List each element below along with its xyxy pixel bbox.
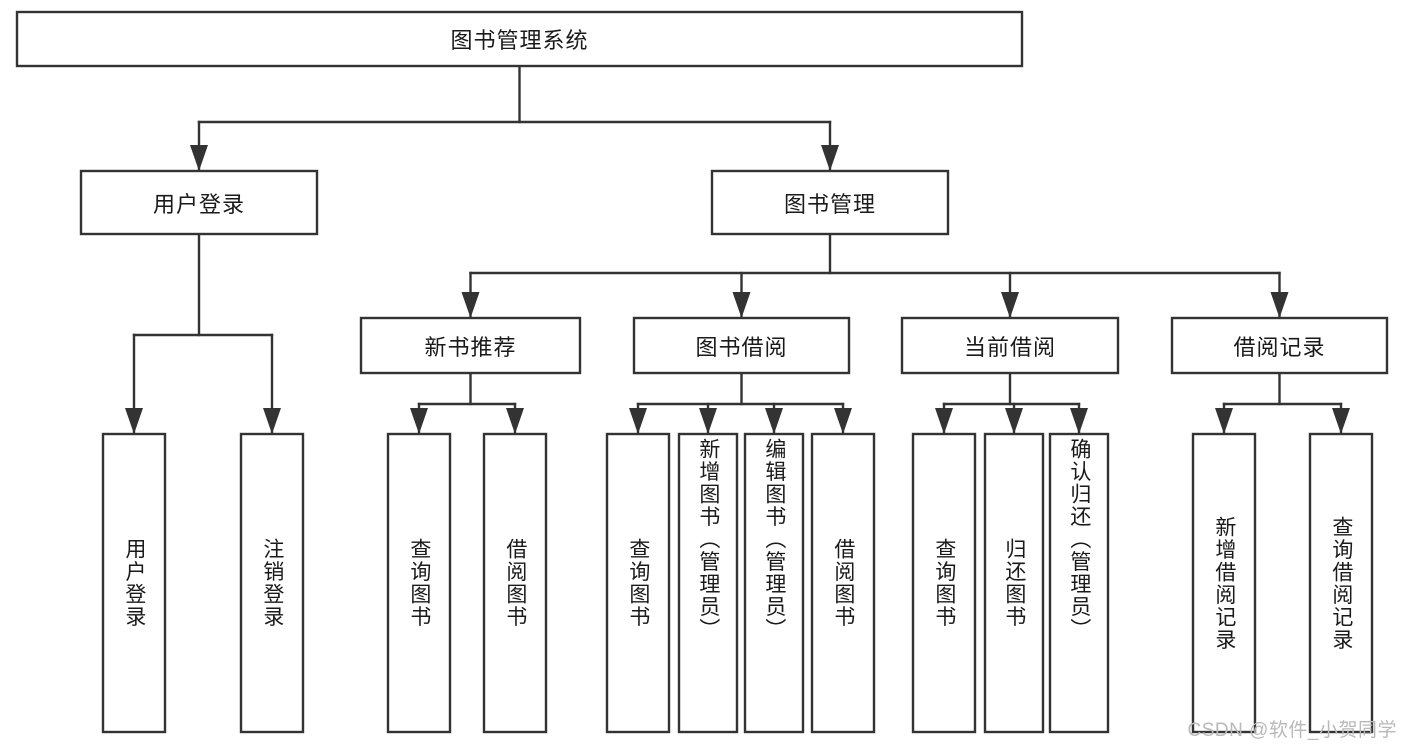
node-box-current-borrow[interactable] — [900, 316, 1120, 375]
boxes-layer — [15, 10, 1389, 734]
arrow-head-user-login-0 — [125, 408, 143, 434]
arrow-head-book-borrow-1 — [699, 408, 717, 434]
arrow-head-book-borrow-3 — [834, 408, 852, 434]
arrow-head-book-manage-3 — [1270, 292, 1289, 318]
arrow-head-new-book-recommend-0 — [410, 408, 428, 434]
node-box-leaf-query-book-recommend[interactable] — [386, 432, 452, 734]
node-box-leaf-query-book-current[interactable] — [911, 432, 977, 734]
node-box-leaf-return-book[interactable] — [983, 432, 1045, 734]
node-box-leaf-add-borrow-record[interactable] — [1191, 432, 1257, 734]
arrow-head-current-borrow-1 — [1005, 408, 1023, 434]
node-box-user-login[interactable] — [79, 169, 319, 236]
arrow-head-root-1 — [821, 145, 839, 171]
node-box-leaf-user-login[interactable] — [101, 432, 167, 734]
node-box-leaf-query-book-borrow[interactable] — [605, 432, 671, 734]
arrow-head-borrow-record-0 — [1215, 408, 1233, 434]
arrow-head-user-login-1 — [263, 408, 281, 434]
arrow-head-root-0 — [190, 145, 208, 171]
node-box-root[interactable] — [15, 10, 1024, 68]
arrow-head-new-book-recommend-1 — [506, 408, 524, 434]
arrow-head-current-borrow-0 — [935, 408, 953, 434]
node-box-book-borrow[interactable] — [632, 316, 851, 375]
node-box-borrow-record[interactable] — [1170, 316, 1389, 375]
connectors-layer — [125, 64, 1350, 436]
node-box-leaf-confirm-return-admin[interactable] — [1048, 432, 1110, 734]
node-box-new-book-recommend[interactable] — [359, 316, 582, 375]
node-box-book-manage[interactable] — [710, 169, 950, 236]
arrow-head-current-borrow-2 — [1070, 408, 1088, 434]
arrow-head-book-borrow-0 — [629, 408, 647, 434]
node-box-leaf-borrow-book-recommend[interactable] — [482, 432, 548, 734]
node-box-leaf-logout[interactable] — [239, 432, 305, 734]
arrow-head-book-manage-1 — [732, 292, 751, 318]
arrow-head-book-manage-2 — [1001, 292, 1019, 318]
node-box-leaf-borrow-book[interactable] — [810, 432, 876, 734]
node-box-leaf-query-borrow-record[interactable] — [1308, 432, 1374, 734]
watermark-text: CSDN @软件_小贺同学 — [1187, 720, 1397, 741]
arrow-head-borrow-record-1 — [1332, 408, 1350, 434]
arrow-head-book-borrow-2 — [765, 408, 783, 434]
node-box-leaf-add-book-admin[interactable] — [677, 432, 739, 734]
node-box-leaf-edit-book-admin[interactable] — [743, 432, 805, 734]
arrow-head-book-manage-0 — [461, 292, 480, 318]
